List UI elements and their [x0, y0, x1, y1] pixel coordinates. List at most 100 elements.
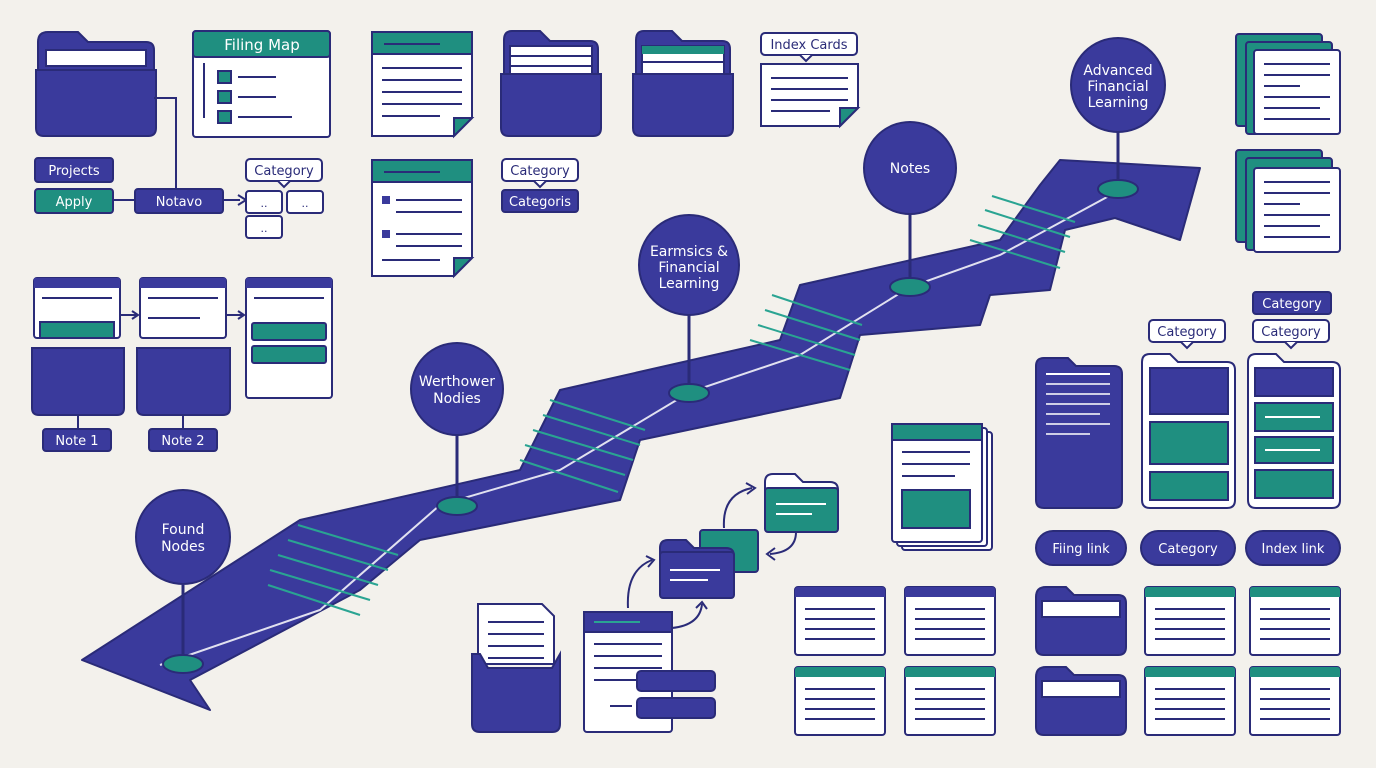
category-tag-top[interactable]: Category	[1252, 291, 1332, 315]
top-right-doc-stacks	[1235, 33, 1341, 253]
categoris-label: Categoris	[509, 195, 571, 210]
node-label-line1: Advanced	[1083, 63, 1152, 79]
document-icon	[1253, 167, 1341, 253]
node-label-line2: Financial	[1087, 79, 1148, 95]
category-tag-right[interactable]: Category	[1252, 319, 1330, 350]
node-label-line3: Learning	[1088, 95, 1149, 111]
category-pill[interactable]: Category	[1140, 530, 1236, 566]
journey-node-werthower[interactable]: Werthower Nodies	[410, 342, 504, 516]
pin-node-icon	[863, 121, 957, 215]
doc-card[interactable]	[794, 666, 886, 736]
pin-node-icon	[410, 342, 504, 436]
category-label: Category	[510, 164, 570, 179]
stairs-4	[969, 195, 1076, 269]
folder-icon	[500, 73, 602, 137]
stairs-2	[519, 399, 646, 493]
journey-node-notes[interactable]: Notes	[863, 121, 957, 297]
category-tag-a[interactable]: Category	[245, 158, 323, 189]
category-tag-left[interactable]: Category	[1148, 319, 1226, 350]
bottom-workflow	[471, 473, 839, 733]
index-link-pill[interactable]: Index link	[1245, 530, 1341, 566]
folder-with-papers[interactable]	[500, 30, 602, 137]
projects-folder[interactable]	[35, 31, 157, 137]
folder-sequence: Note 1 Note 2	[31, 277, 333, 452]
journey-node-earmsics[interactable]: Earmsics & Financial Learning	[638, 214, 740, 403]
filing-map-window[interactable]: Filing Map	[192, 30, 331, 138]
node-label-line1: Notes	[890, 161, 930, 177]
sequence-result-doc[interactable]	[245, 277, 333, 399]
category-label: Category	[254, 164, 314, 179]
stairs-3	[749, 294, 863, 371]
note-1-label: Note 1	[55, 434, 98, 449]
stairs-1	[267, 524, 399, 616]
category-label: Category	[1261, 325, 1321, 340]
doc-lined-top[interactable]	[371, 31, 475, 139]
bottom-right-grid	[794, 586, 1341, 736]
filing-map-title: Filing Map	[224, 36, 300, 54]
folder-icon[interactable]	[1035, 666, 1127, 736]
note-1-tag[interactable]: Note 1	[42, 428, 112, 452]
folder-icon	[136, 347, 231, 416]
category-pill-label: Category	[1158, 542, 1218, 557]
apply-label: Apply	[56, 195, 93, 210]
arrow-icon	[626, 559, 653, 609]
apply-button[interactable]: Apply	[34, 188, 114, 214]
doc-card[interactable]	[1144, 586, 1236, 656]
category-column-left[interactable]	[1141, 353, 1236, 509]
pin-node-icon	[135, 489, 231, 585]
folder-icon	[632, 73, 734, 137]
node-label-line2: Nodies	[433, 391, 481, 407]
doc-card[interactable]	[904, 666, 996, 736]
category-column-right[interactable]	[1247, 353, 1341, 509]
doc-stack-2[interactable]	[1235, 149, 1341, 253]
journey-node-advanced[interactable]: Advanced Financial Learning	[1070, 37, 1166, 199]
filing-link-pill[interactable]: Fiing link	[1035, 530, 1127, 566]
note-2-folder[interactable]	[136, 277, 231, 416]
folder-icon	[471, 650, 561, 733]
folder-icon[interactable]	[1035, 586, 1127, 656]
dots-label-3: ..	[261, 222, 268, 235]
category-label: Category	[1262, 297, 1322, 312]
note-1-folder[interactable]	[31, 277, 125, 416]
doc-card[interactable]	[1249, 586, 1341, 656]
projects-tag[interactable]: Projects	[34, 157, 114, 183]
doc-card[interactable]	[1144, 666, 1236, 736]
folder-icon	[31, 347, 125, 416]
journey-path	[81, 159, 1201, 711]
categoris-tag[interactable]: Categoris	[501, 189, 579, 213]
doc-checklist[interactable]	[371, 159, 475, 279]
doc-card[interactable]	[794, 586, 886, 656]
index-link-label: Index link	[1262, 542, 1325, 557]
pin-node-icon	[638, 214, 740, 316]
node-label-line3: Learning	[659, 276, 720, 292]
node-label-line2: Nodes	[161, 539, 205, 555]
doc-with-buttons[interactable]	[583, 611, 716, 733]
node-label-line1: Found	[162, 522, 205, 538]
folder-with-doc[interactable]	[471, 603, 561, 733]
dots-boxes: .. .. ..	[245, 190, 324, 239]
note-2-tag[interactable]: Note 2	[148, 428, 218, 452]
category-tag-b[interactable]: Category	[501, 158, 579, 189]
tall-blue-folder[interactable]	[1035, 357, 1123, 509]
journey-node-found[interactable]: Found Nodes	[135, 489, 231, 674]
node-label-line1: Earmsics &	[650, 244, 728, 260]
doc-stack-1[interactable]	[1235, 33, 1341, 135]
filing-link-label: Fiing link	[1052, 542, 1110, 557]
notavo-tag[interactable]: Notavo	[134, 188, 224, 214]
index-cards-group[interactable]: Index Cards	[760, 32, 861, 129]
category-label: Category	[1157, 325, 1217, 340]
folder-with-teal-papers[interactable]	[632, 30, 734, 137]
sequence-arrows	[77, 310, 246, 430]
dots-label-1: ..	[261, 197, 268, 210]
doc-card[interactable]	[1249, 666, 1341, 736]
teal-file-card[interactable]	[764, 473, 839, 533]
index-cards-label: Index Cards	[770, 38, 847, 53]
workflow-arrows	[626, 482, 797, 629]
projects-label: Projects	[48, 164, 99, 179]
stacked-documents[interactable]	[891, 423, 993, 551]
blue-file-card[interactable]	[659, 529, 759, 599]
doc-card[interactable]	[904, 586, 996, 656]
dots-label-2: ..	[302, 197, 309, 210]
note-2-label: Note 2	[161, 434, 204, 449]
